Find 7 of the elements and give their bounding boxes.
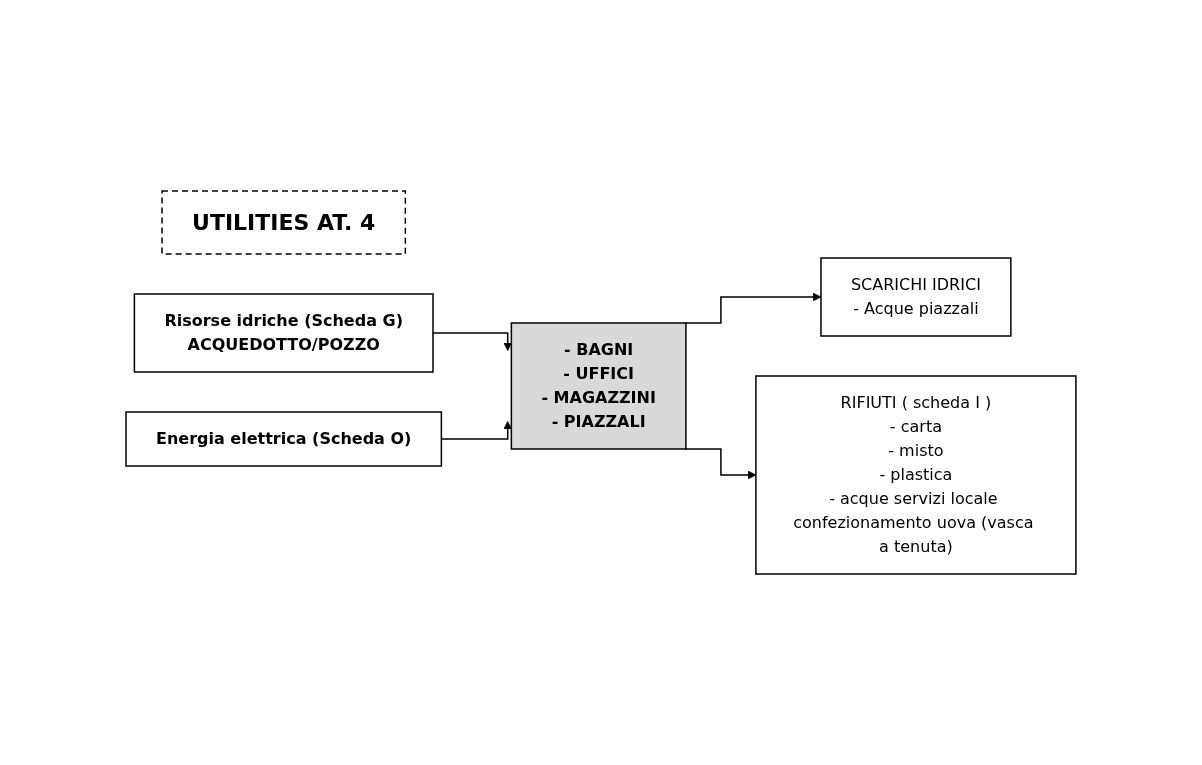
node-box: SCARICHI IDRICI - Acque piazzali — [820, 257, 1012, 337]
arrow — [684, 292, 822, 324]
node-box: - BAGNI - UFFICI - MAGAZZINI - PIAZZALI — [510, 322, 687, 450]
node-box: UTILITIES AT. 4 — [161, 190, 407, 255]
node-box: Risorse idriche (Scheda G) ACQUEDOTTO/POZZO — [133, 293, 434, 373]
node-box: RIFIUTI ( scheda I ) - carta - misto - plastica - acque servizi locale confezionamento uova (vasca a tenuta) — [755, 375, 1077, 575]
node-box: Energia elettrica (Scheda O) — [125, 411, 443, 467]
